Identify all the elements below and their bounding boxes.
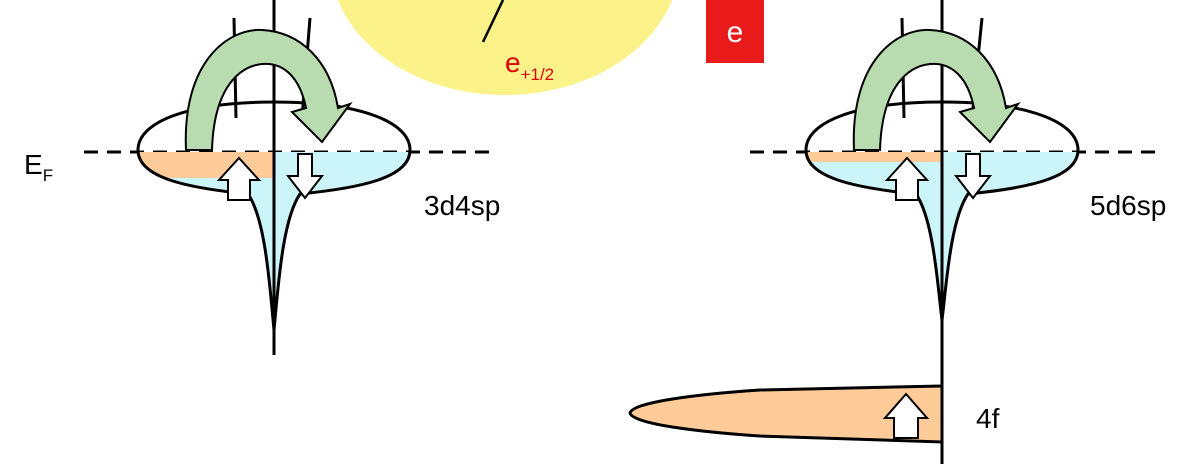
spin-up-filled-region xyxy=(806,152,948,162)
bubble-shape xyxy=(337,0,673,95)
spin-flip-curved-arrow xyxy=(184,28,353,151)
electron-box-shape xyxy=(706,0,764,63)
electron-box-label: e xyxy=(727,16,744,49)
spin-down-arrow-icon xyxy=(285,153,325,200)
spin-down-arrow-icon xyxy=(953,153,993,200)
fermi-level-label: EF xyxy=(24,149,53,185)
electron-state-label: e+1/2 xyxy=(505,47,554,84)
band-label-5d6sp: 5d6sp xyxy=(1090,190,1166,221)
f-band-shape xyxy=(628,384,944,444)
electron-box: e xyxy=(706,0,764,63)
band-label-4f: 4f xyxy=(976,403,1000,434)
spin-up-arrow-icon xyxy=(216,156,262,201)
spin-up-arrow-icon xyxy=(884,156,930,201)
spin-flip-curved-arrow xyxy=(852,28,1021,151)
spin-up-arrow-icon xyxy=(882,392,930,439)
spin-up-lower-region xyxy=(138,178,280,330)
spin-up-filled-region xyxy=(138,152,280,178)
band-4f: 4f xyxy=(628,384,1000,444)
band-label-3d4sp: 3d4sp xyxy=(424,190,500,221)
bubble-line xyxy=(481,0,505,43)
electron-bubble: e+1/2 xyxy=(337,0,673,95)
